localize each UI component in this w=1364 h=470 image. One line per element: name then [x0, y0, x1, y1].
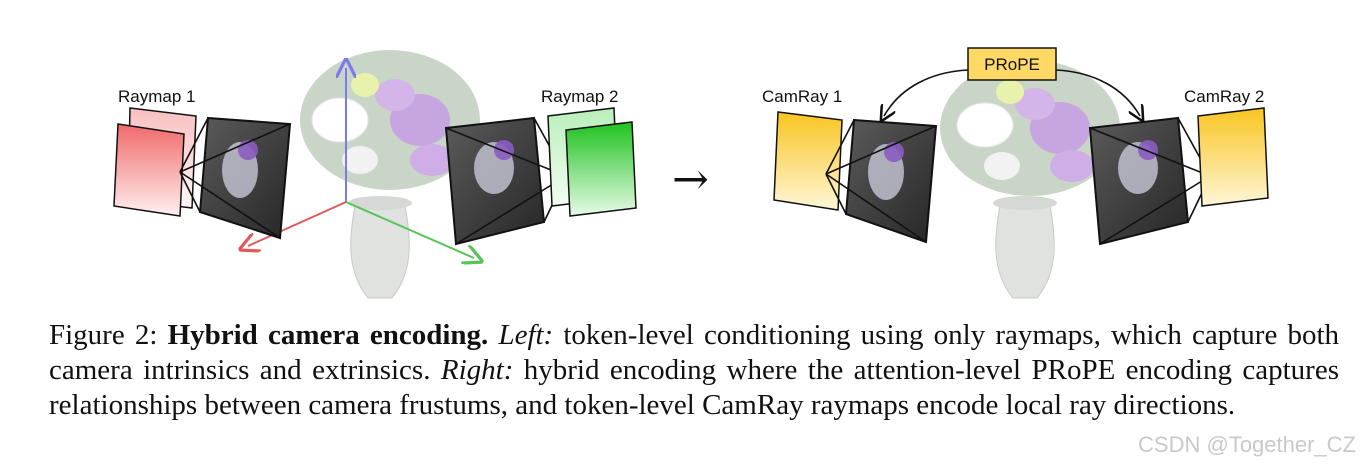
transition-arrow: → — [672, 154, 709, 205]
camray-1: CamRay 1 — [762, 87, 843, 211]
prope-relation: PRoPE — [884, 47, 1140, 116]
prope-label: PRoPE — [984, 55, 1040, 74]
raymap-2: Raymap 2 — [541, 87, 637, 217]
caption-right-label: Right: — [440, 354, 514, 386]
camera-2-frustum — [444, 116, 567, 246]
camray-2-label: CamRay 2 — [1184, 87, 1264, 106]
right-panel: CamRay 1 CamRay 2 — [762, 47, 1269, 299]
raymap-2-label: Raymap 2 — [541, 87, 618, 106]
camray-1-label: CamRay 1 — [762, 87, 842, 106]
caption-left-label: Left: — [498, 319, 554, 351]
prope-box — [967, 47, 1057, 81]
coordinate-axes — [248, 68, 474, 258]
raymap-1-label: Raymap 1 — [118, 87, 195, 106]
watermark: CSDN @Together_CZ — [1138, 432, 1356, 457]
caption-right-text: hybrid encoding where the attention-leve… — [49, 354, 1339, 421]
figure-number: Figure 2: — [49, 319, 158, 351]
caption-title: Hybrid camera encoding. — [167, 319, 489, 351]
hybrid-camera-encoding-figure: Raymap 1 Raymap 2 → — [113, 47, 1269, 299]
flower-vase-image-right — [940, 60, 1120, 299]
camray-2: CamRay 2 — [1184, 87, 1269, 207]
figure-caption: Figure 2: Hybrid camera encoding. Left: … — [49, 318, 1339, 423]
camera-1-frustum — [179, 116, 292, 240]
camera-1-frustum-right — [825, 118, 938, 244]
raymap-1: Raymap 1 — [113, 87, 197, 217]
caption-left-text: token-level conditioning using only raym… — [49, 319, 1340, 386]
left-panel: Raymap 1 Raymap 2 — [113, 50, 637, 299]
camera-2-frustum-right — [1088, 116, 1211, 246]
